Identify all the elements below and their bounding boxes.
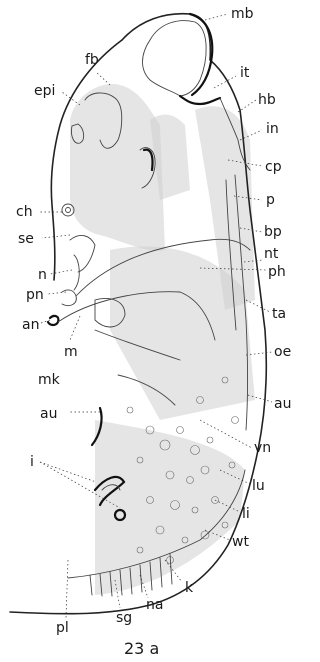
label-sg: sg — [116, 610, 132, 626]
label-i: i — [30, 454, 34, 470]
label-na: na — [146, 597, 163, 613]
midbrain-wall — [190, 14, 212, 95]
label-hb: hb — [258, 92, 276, 108]
label-fb: fb — [85, 52, 99, 68]
label-m: m — [64, 344, 78, 360]
label-mk: mk — [38, 372, 61, 388]
label-lu: lu — [252, 478, 265, 494]
label-p: p — [266, 192, 275, 208]
label-li: li — [242, 506, 250, 522]
figure-caption: 23 a — [124, 639, 159, 658]
label-pn: pn — [26, 287, 44, 303]
label-n: n — [38, 267, 47, 283]
label-ch: ch — [16, 204, 33, 220]
label-it: it — [240, 65, 250, 81]
label-nt: nt — [264, 246, 279, 262]
stippled-tissue — [70, 84, 255, 595]
label-bp: bp — [264, 224, 282, 240]
label-au-right: au — [274, 396, 291, 412]
label-in: in — [266, 121, 279, 137]
label-vn: vn — [254, 440, 271, 456]
label-ph: ph — [268, 264, 286, 280]
label-an: an — [22, 317, 39, 333]
label-pl: pl — [56, 620, 69, 636]
label-k: k — [185, 580, 194, 596]
label-epi: epi — [34, 83, 55, 99]
label-mb: mb — [231, 6, 254, 22]
label-cp: cp — [265, 159, 282, 175]
label-oe: oe — [274, 344, 291, 360]
label-wt: wt — [232, 534, 249, 550]
isthmus-fold — [180, 96, 220, 104]
label-se: se — [18, 231, 34, 247]
label-au-left: au — [40, 406, 57, 422]
label-ta: ta — [272, 306, 286, 322]
